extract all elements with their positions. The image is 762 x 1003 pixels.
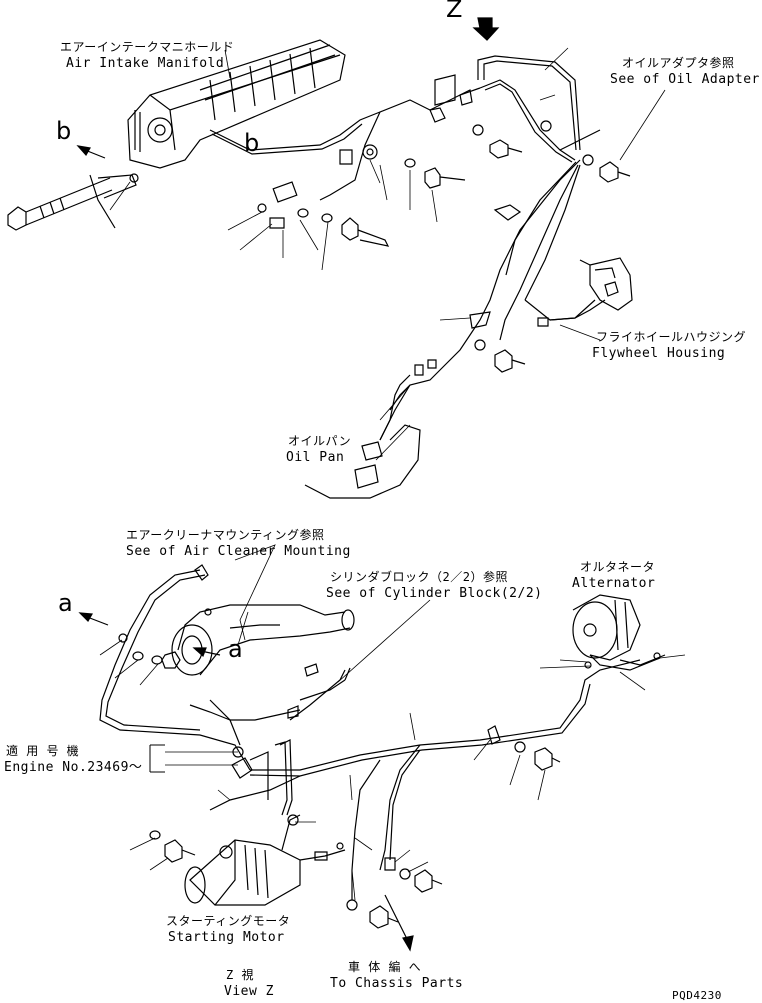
flywheel-housing — [538, 258, 632, 326]
chassis-label-jp: 車 体 編 へ — [348, 960, 422, 974]
bottom-leader-lines — [100, 545, 685, 900]
chassis-label-en: To Chassis Parts — [330, 976, 464, 991]
top-leader-lines — [110, 48, 665, 460]
view-z-label-jp: Z 視 — [226, 968, 254, 982]
view-z-arrow — [474, 18, 498, 40]
air-cleaner-pipe — [172, 605, 354, 675]
oil-pan-label-jp: オイルパン — [288, 434, 352, 448]
cylinder-block-label-jp: シリンダブロック（2／2）参照 — [330, 570, 508, 584]
chassis-arrow — [385, 895, 413, 950]
marker-a-right: a — [228, 635, 244, 663]
marker-b-left: b — [56, 117, 72, 145]
engine-no-label-jp: 適 用 号 機 — [6, 744, 80, 758]
alternator — [573, 595, 665, 670]
oil-pan — [305, 385, 420, 498]
air-intake-label-en: Air Intake Manifold — [66, 56, 225, 71]
starting-motor-label-en: Starting Motor — [168, 930, 285, 945]
bracket-b — [90, 175, 136, 228]
air-intake-label-jp: エアーインテークマニホールド — [60, 40, 235, 54]
long-bolt — [8, 178, 112, 230]
marker-b-right: b — [244, 129, 260, 157]
engine-no-bracket — [150, 745, 165, 772]
flywheel-label-en: Flywheel Housing — [592, 346, 726, 361]
oil-adapter-label-jp: オイルアダプタ参照 — [622, 56, 735, 70]
view-z-label-en: View Z — [224, 984, 274, 999]
bottom-fasteners — [119, 565, 560, 928]
oil-adapter-label-en: See of Oil Adapter — [610, 72, 760, 87]
drawing-code: PQD4230 — [672, 989, 722, 1002]
air-cleaner-label-en: See of Air Cleaner Mounting — [126, 544, 351, 559]
oil-pan-label-en: Oil Pan — [286, 450, 345, 465]
view-z-marker: Z — [446, 0, 463, 23]
arrow-b — [78, 146, 105, 158]
marker-a-left: a — [58, 589, 74, 617]
engine-no-label-en: Engine No.23469〜 — [4, 760, 143, 775]
alternator-label-en: Alternator — [572, 576, 656, 591]
harness-bottom — [100, 570, 640, 900]
alternator-label-jp: オルタネータ — [580, 560, 656, 574]
air-cleaner-label-jp: エアークリーナマウンティング参照 — [126, 528, 325, 542]
starting-motor-label-jp: スターティングモータ — [166, 914, 291, 928]
air-intake-manifold — [128, 40, 345, 168]
harness-top — [210, 56, 600, 410]
flywheel-label-jp: フライホイールハウジング — [596, 330, 747, 344]
arrow-a2 — [194, 648, 220, 656]
arrow-a — [80, 613, 108, 625]
cylinder-block-label-en: See of Cylinder Block(2/2) — [326, 586, 543, 601]
